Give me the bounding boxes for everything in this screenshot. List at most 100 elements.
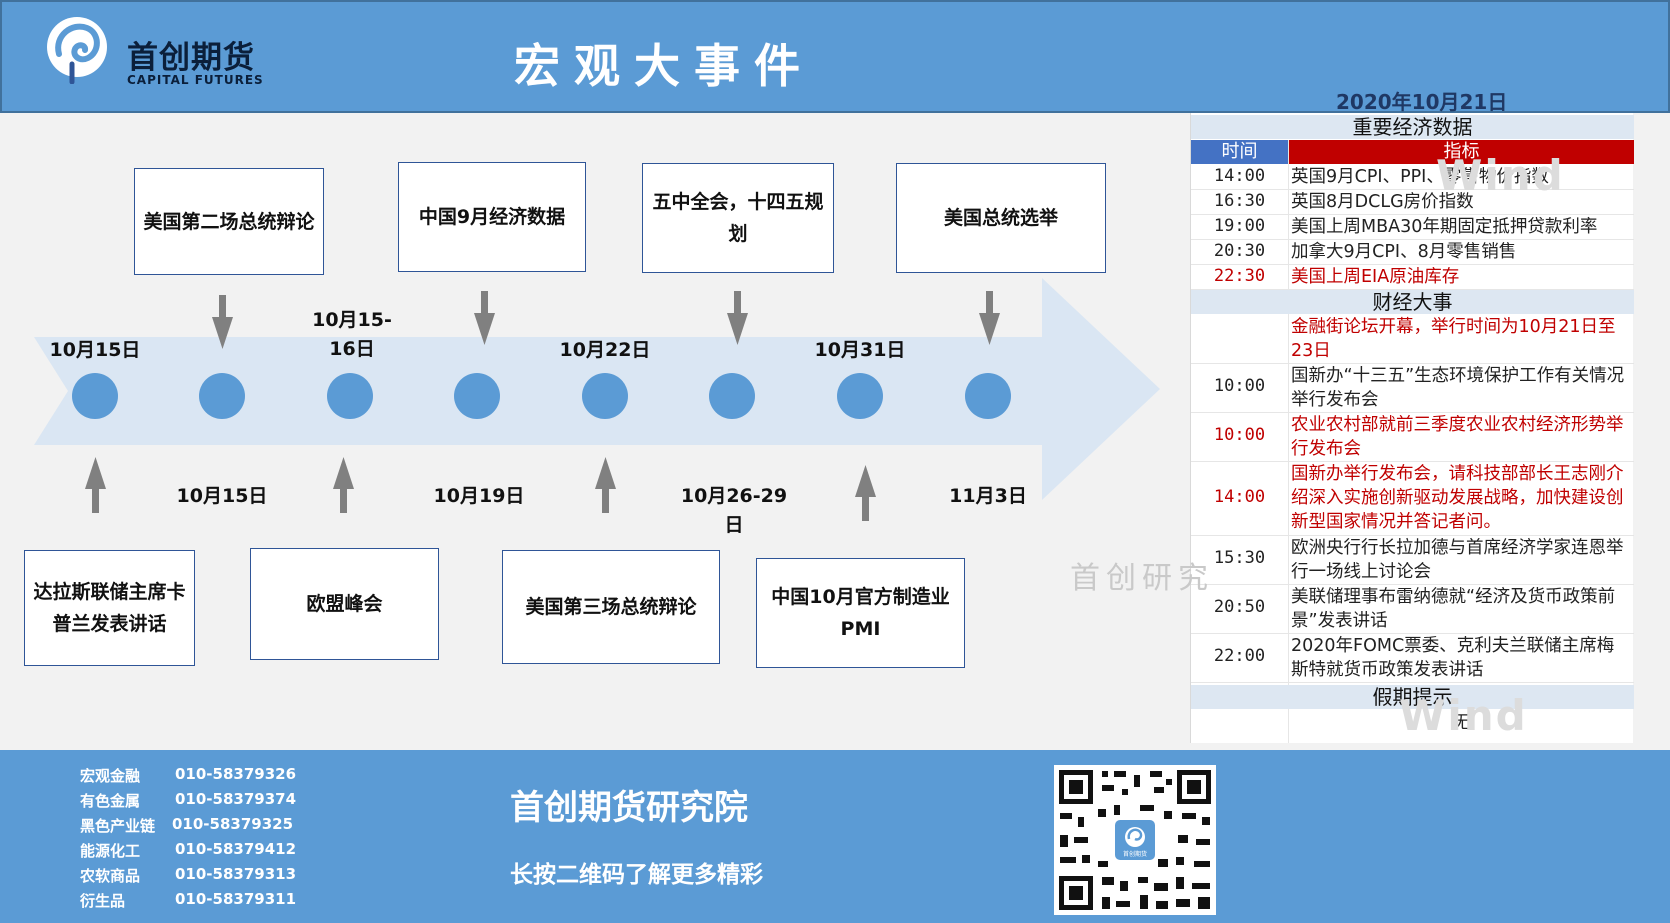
timeline-node: [72, 373, 118, 419]
qr-badge-label: 首创期货: [1123, 850, 1147, 858]
up-arrow-icon: [85, 457, 106, 513]
timeline-node: [582, 373, 628, 419]
row-time: 16:30: [1213, 191, 1266, 211]
timeline-graphic: [34, 278, 1160, 521]
table-row: 15:30 欧洲央行行长拉加德与首席经济学家连恩举行一场线上讨论会: [1191, 536, 1634, 585]
timeline-event-box: 五中全会，十四五规划: [642, 163, 834, 273]
section-header-econ-data: 重要经济数据: [1191, 115, 1634, 139]
timeline-node: [199, 373, 245, 419]
row-time: 20:50: [1213, 597, 1266, 617]
report-date: 2020年10月21日: [1336, 90, 1508, 114]
timeline-event-box: 达拉斯联储主席卡普兰发表讲话: [24, 550, 195, 666]
contact-dept: 能源化工: [80, 842, 141, 860]
table-row: 14:00 英国9月CPI、PPI、零售物价指数: [1191, 165, 1634, 190]
table-row: 22:30 美国上周EIA原油库存: [1191, 265, 1634, 290]
contact-phone: 010-58379374: [175, 790, 297, 808]
timeline-event-box: 美国第二场总统辩论: [134, 168, 324, 275]
row-event: 2020年FOMC票委、克利夫兰联储主席梅斯特就货币政策发表讲话: [1291, 636, 1615, 680]
contact-row: 农软商品 010-58379313: [80, 865, 296, 886]
holiday-value: 无: [1452, 713, 1471, 733]
timeline-date-label: 10月22日: [559, 339, 651, 361]
row-indicator: 英国9月CPI、PPI、零售物价指数: [1291, 167, 1549, 187]
watermark-wind: Wind: [1436, 151, 1565, 200]
section-header-finance-events: 财经大事: [1191, 290, 1634, 314]
column-header-time: 时间: [1191, 140, 1288, 164]
brand-name-en: CAPITAL FUTURES: [127, 73, 264, 87]
table-row: 19:00 美国上周MBA30年期固定抵押贷款利率: [1191, 215, 1634, 240]
table-row: 20:30 加拿大9月CPI、8月零售销售: [1191, 240, 1634, 265]
timeline-event-box: 中国10月官方制造业PMI: [756, 558, 965, 668]
timeline-node: [327, 373, 373, 419]
down-arrow-icon: [727, 291, 748, 345]
contact-row: 有色金属 010-58379374: [80, 790, 296, 811]
timeline-date-label: 11月3日: [949, 485, 1027, 507]
timeline-date-label: 10月26-29日: [680, 485, 788, 536]
row-event: 欧洲央行行长拉加德与首席经济学家连恩举行一场线上讨论会: [1291, 538, 1624, 582]
contact-phone: 010-58379311: [175, 890, 297, 908]
qr-code-icon[interactable]: 首创期货: [1054, 765, 1216, 915]
row-indicator: 加拿大9月CPI、8月零售销售: [1291, 242, 1517, 262]
row-time: 22:30: [1213, 266, 1266, 286]
row-indicator: 英国8月DCLG房价指数: [1291, 192, 1474, 212]
timeline-event-box: 美国第三场总统辩论: [502, 550, 720, 664]
timeline-date-label: 10月15日: [49, 339, 141, 361]
watermark-wind: Wind: [1399, 691, 1528, 740]
up-arrow-icon: [333, 457, 354, 513]
timeline-node: [709, 373, 755, 419]
contact-dept: 农软商品: [80, 867, 141, 885]
timeline-date-label: 10月19日: [433, 485, 525, 507]
qr-slogan: 长按二维码了解更多精彩: [510, 862, 763, 888]
timeline-node: [454, 373, 500, 419]
row-time: 10:00: [1213, 425, 1266, 445]
timeline-event-box: 欧盟峰会: [250, 548, 439, 660]
contact-dept: 宏观金融: [80, 767, 141, 785]
column-header-indicator: 指标: [1289, 140, 1634, 164]
timeline-node: [965, 373, 1011, 419]
section-header-holiday: 假期提示: [1191, 685, 1634, 709]
down-arrow-icon: [979, 291, 1000, 345]
timeline-event-box: 中国9月经济数据: [398, 162, 586, 272]
row-indicator: 美国上周MBA30年期固定抵押贷款利率: [1291, 217, 1598, 237]
footer-bar: 宏观金融 010-58379326 有色金属 010-58379374 黑色产业…: [0, 750, 1670, 923]
timeline-date-label: 10月15-16日: [312, 309, 392, 360]
table-row: 10:00 国新办“十三五”生态环境保护工作有关情况举行发布会: [1191, 364, 1634, 413]
row-event: 国新办举行发布会，请科技部部长王志刚介绍深入实施创新驱动发展战略，加快建设创新型…: [1291, 464, 1624, 532]
down-arrow-icon: [474, 291, 495, 345]
row-time: 20:30: [1213, 241, 1266, 261]
institute-name: 首创期货研究院: [510, 788, 748, 828]
table-row: 22:00 2020年FOMC票委、克利夫兰联储主席梅斯特就货币政策发表讲话: [1191, 634, 1634, 683]
row-event: 农业农村部就前三季度农业农村经济形势举行发布会: [1291, 415, 1624, 459]
row-time: 14:00: [1213, 166, 1266, 186]
page-title: 宏观大事件: [514, 39, 814, 93]
table-row: 16:30 英国8月DCLG房价指数: [1191, 190, 1634, 215]
contact-row: 衍生品 010-58379311: [80, 890, 296, 911]
down-arrow-icon: [212, 295, 233, 349]
up-arrow-icon: [855, 465, 876, 521]
row-event: 国新办“十三五”生态环境保护工作有关情况举行发布会: [1291, 366, 1625, 410]
timeline-node: [837, 373, 883, 419]
table-row: 金融街论坛开幕，举行时间为10月21日至23日: [1191, 315, 1634, 364]
contact-phone: 010-58379326: [175, 765, 297, 783]
contact-dept: 衍生品: [80, 892, 126, 910]
contact-row: 黑色产业链 010-58379325: [80, 815, 293, 836]
contact-phone: 010-58379325: [172, 815, 294, 833]
contact-dept: 有色金属: [80, 792, 141, 810]
timeline-event-box: 美国总统选举: [896, 163, 1106, 273]
contact-phone: 010-58379412: [175, 840, 297, 858]
contact-dept: 黑色产业链: [80, 817, 156, 835]
timeline-date-label: 10月31日: [814, 339, 906, 361]
table-row: 14:00 国新办举行发布会，请科技部部长王志刚介绍深入实施创新驱动发展战略，加…: [1191, 462, 1634, 536]
row-event: 美联储理事布雷纳德就“经济及货币政策前景”发表讲话: [1291, 587, 1616, 631]
table-row: 20:50 美联储理事布雷纳德就“经济及货币政策前景”发表讲话: [1191, 585, 1634, 634]
row-time: 15:30: [1213, 548, 1266, 568]
calendar-panel: 重要经济数据 时间 指标 14:00 英国9月CPI、PPI、零售物价指数 16…: [1190, 113, 1634, 743]
up-arrow-icon: [595, 457, 616, 513]
row-time: 14:00: [1213, 487, 1266, 507]
row-time: 22:00: [1213, 646, 1266, 666]
contact-phone: 010-58379313: [175, 865, 297, 883]
table-row: 10:00 农业农村部就前三季度农业农村经济形势举行发布会: [1191, 413, 1634, 462]
row-indicator: 美国上周EIA原油库存: [1291, 267, 1460, 287]
row-time: 19:00: [1213, 216, 1266, 236]
column-divider: [1288, 140, 1289, 743]
brand-name-cn: 首创期货: [127, 40, 255, 76]
